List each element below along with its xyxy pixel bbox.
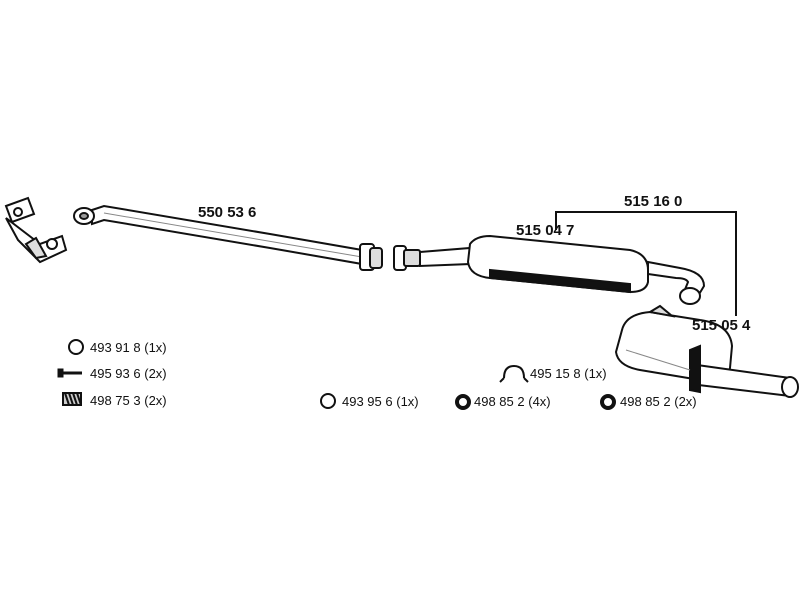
accessory-qty: (1x) bbox=[584, 366, 607, 381]
accessory-code: 495 15 8 bbox=[530, 366, 581, 381]
accessory-item: 493 95 6 (1x) bbox=[342, 394, 419, 409]
accessory-item: 498 75 3 (2x) bbox=[90, 393, 167, 408]
front-pipe-label: 550 53 6 bbox=[198, 204, 257, 221]
accessory-icons bbox=[57, 339, 616, 410]
rear-silencer-label: 515 05 4 bbox=[692, 317, 751, 334]
accessory-qty: (1x) bbox=[396, 394, 419, 409]
rubber-ring-icon bbox=[455, 394, 471, 410]
accessory-code: 498 75 3 bbox=[90, 393, 141, 408]
accessory-item: 498 85 2 (4x) bbox=[474, 394, 551, 409]
accessory-item: 493 91 8 (1x) bbox=[90, 340, 167, 355]
accessory-item: 495 93 6 (2x) bbox=[90, 366, 167, 381]
accessory-qty: (2x) bbox=[144, 393, 167, 408]
accessory-item: 498 85 2 (2x) bbox=[620, 394, 697, 409]
front-pipe bbox=[73, 204, 383, 271]
ring-clamp-icon bbox=[320, 393, 336, 409]
rubber-ring-icon bbox=[600, 394, 616, 410]
accessory-code: 493 95 6 bbox=[342, 394, 393, 409]
u-clamp-icon bbox=[499, 364, 529, 383]
accessory-code: 493 91 8 bbox=[90, 340, 141, 355]
middle-silencer-label: 515 04 7 bbox=[516, 222, 575, 239]
accessory-qty: (2x) bbox=[674, 394, 697, 409]
manifold-flange bbox=[4, 196, 68, 264]
accessory-code: 498 85 2 bbox=[620, 394, 671, 409]
accessory-code: 498 85 2 bbox=[474, 394, 525, 409]
accessory-qty: (1x) bbox=[144, 340, 167, 355]
spring-icon bbox=[62, 392, 82, 406]
accessory-qty: (2x) bbox=[144, 366, 167, 381]
bolt-icon bbox=[57, 368, 82, 378]
accessory-item: 495 15 8 (1x) bbox=[530, 366, 607, 381]
accessory-qty: (4x) bbox=[528, 394, 551, 409]
accessory-code: 495 93 6 bbox=[90, 366, 141, 381]
assembly-bracket bbox=[555, 211, 737, 316]
assembly-label: 515 16 0 bbox=[624, 193, 683, 210]
ring-clamp-icon bbox=[68, 339, 84, 355]
rear-silencer bbox=[614, 304, 799, 398]
middle-silencer bbox=[393, 234, 706, 305]
